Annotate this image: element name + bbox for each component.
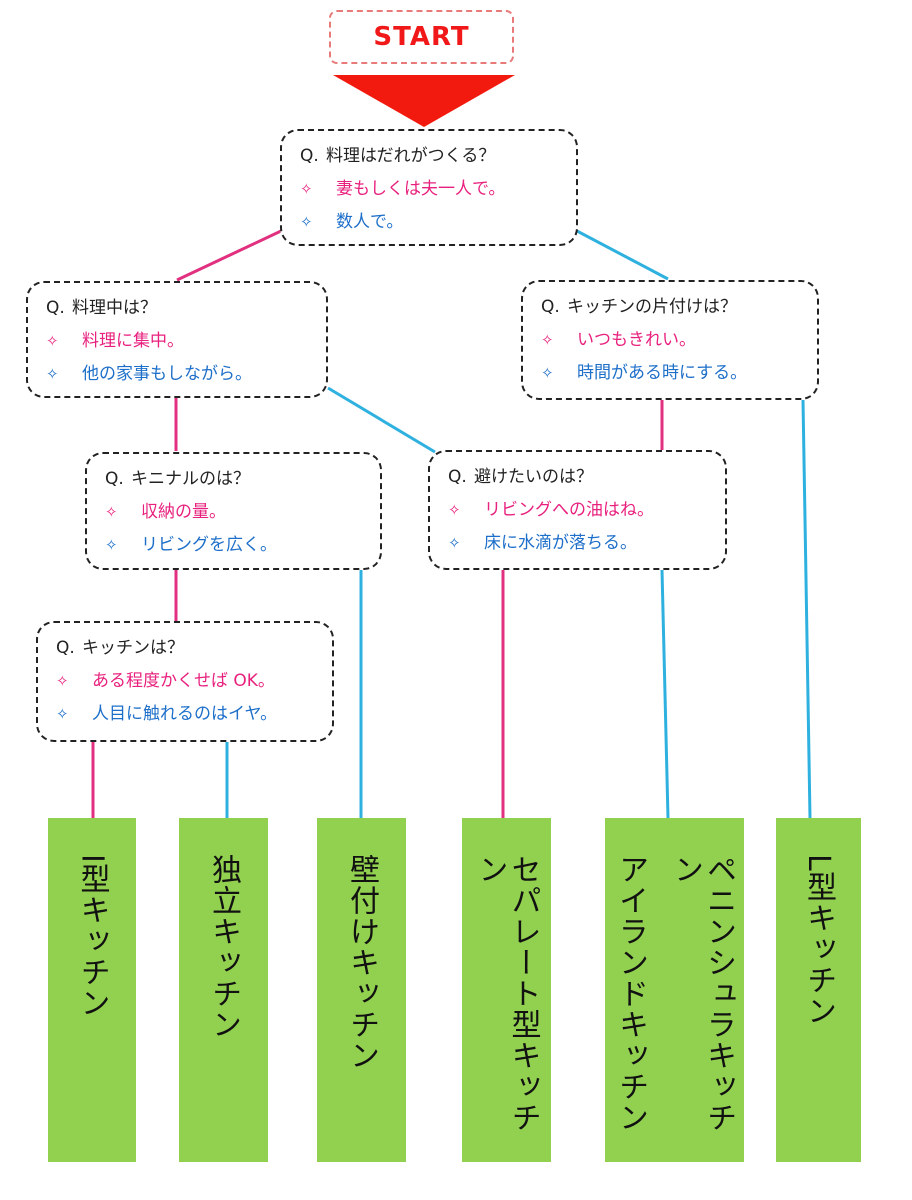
option-pink: ✧ いつもきれい。 <box>541 329 817 351</box>
sparkle-icon: ✧ <box>46 332 59 350</box>
option-pink: ✧ ある程度かくせば OK。 <box>56 670 332 692</box>
option-label: リビングへの油はね。 <box>484 500 654 520</box>
q-prefix: Q. <box>105 469 124 489</box>
option-label: 時間がある時にする。 <box>577 363 748 383</box>
question-label: 料理中は？ <box>72 298 157 318</box>
connector-q1-to-q2 <box>176 229 282 282</box>
result-i-kitchen: I型キッチン <box>48 818 136 1162</box>
sparkle-icon: ✧ <box>105 503 118 521</box>
connector-q5-to-result-5 <box>660 569 670 819</box>
q-prefix: Q. <box>56 638 75 658</box>
result-label: I型キッチン <box>74 854 110 1019</box>
option-blue: ✧ 人目に触れるのはイヤ。 <box>56 703 332 725</box>
option-blue: ✧ 数人で。 <box>300 211 576 233</box>
sparkle-icon: ✧ <box>56 705 69 723</box>
sparkle-icon: ✧ <box>105 536 118 554</box>
question-text: Q. 料理はだれがつくる？ <box>300 145 576 167</box>
option-label: 収納の量。 <box>141 502 226 522</box>
q-prefix: Q. <box>541 297 560 317</box>
option-label: いつもきれい。 <box>577 330 696 350</box>
result-label: 壁付けキッチン <box>344 854 379 1071</box>
question-label: キッチンの片付けは？ <box>567 297 737 317</box>
option-blue: ✧ 床に水滴が落ちる。 <box>448 532 725 554</box>
question-label: キッチンは？ <box>82 638 184 658</box>
result-separate-kitchen: セパレート型キッチン <box>462 818 551 1162</box>
option-pink: ✧ 料理に集中。 <box>46 330 326 352</box>
option-blue: ✧ 時間がある時にする。 <box>541 362 817 384</box>
option-blue: ✧ リビングを広く。 <box>105 534 380 556</box>
option-label: 数人で。 <box>336 212 404 232</box>
option-label: リビングを広く。 <box>141 535 277 555</box>
result-label: L型キッチン <box>801 854 836 1027</box>
start-arrow <box>333 75 515 127</box>
result-l-kitchen: L型キッチン <box>776 818 861 1162</box>
start-box: START <box>329 10 514 64</box>
question-box-1: Q. 料理はだれがつくる？ ✧ 妻もしくは夫一人で。 ✧ 数人で。 <box>280 129 578 246</box>
result-independent-kitchen: 独立キッチン <box>179 818 268 1162</box>
result-wall-kitchen: 壁付けキッチン <box>317 818 406 1162</box>
result-label: 独立キッチン <box>206 854 241 1040</box>
option-pink: ✧ リビングへの油はね。 <box>448 499 725 521</box>
option-blue: ✧ 他の家事もしながら。 <box>46 363 326 385</box>
option-label: ある程度かくせば OK。 <box>92 671 275 691</box>
option-pink: ✧ 妻もしくは夫一人で。 <box>300 178 576 200</box>
q-prefix: Q. <box>300 146 319 166</box>
q-prefix: Q. <box>46 298 65 318</box>
sparkle-icon: ✧ <box>541 331 554 349</box>
sparkle-icon: ✧ <box>448 534 461 552</box>
sparkle-icon: ✧ <box>46 365 59 383</box>
question-label: 避けたいのは？ <box>474 467 593 487</box>
start-label: START <box>373 22 470 52</box>
sparkle-icon: ✧ <box>56 672 69 690</box>
option-label: 床に水滴が落ちる。 <box>484 533 637 553</box>
question-text: Q. 料理中は？ <box>46 297 326 319</box>
result-label: ペニンシュラキッチン <box>668 854 736 1133</box>
question-text: Q. キッチンの片付けは？ <box>541 296 817 318</box>
connector-q3-to-result-6 <box>801 399 812 819</box>
question-text: Q. キッチンは？ <box>56 637 332 659</box>
question-box-5: Q. 避けたいのは？ ✧ リビングへの油はね。 ✧ 床に水滴が落ちる。 <box>428 450 727 570</box>
sparkle-icon: ✧ <box>448 501 461 519</box>
question-box-2: Q. 料理中は？ ✧ 料理に集中。 ✧ 他の家事もしながら。 <box>26 281 328 398</box>
connector-q1-to-q3 <box>576 229 669 281</box>
question-box-4: Q. キニナルのは？ ✧ 収納の量。 ✧ リビングを広く。 <box>85 452 382 570</box>
connector-q2-to-q5 <box>327 386 436 454</box>
option-pink: ✧ 収納の量。 <box>105 501 380 523</box>
q-prefix: Q. <box>448 467 467 487</box>
option-label: 料理に集中。 <box>82 331 184 351</box>
option-label: 妻もしくは夫一人で。 <box>336 179 506 199</box>
option-label: 人目に触れるのはイヤ。 <box>92 704 278 724</box>
sparkle-icon: ✧ <box>300 213 313 231</box>
result-label: アイランドキッチン <box>613 854 648 1133</box>
sparkle-icon: ✧ <box>541 364 554 382</box>
sparkle-icon: ✧ <box>300 180 313 198</box>
option-label: 他の家事もしながら。 <box>82 364 252 384</box>
question-label: 料理はだれがつくる？ <box>326 146 496 166</box>
result-label: セパレート型キッチン <box>472 854 541 1133</box>
question-label: キニナルのは？ <box>131 469 250 489</box>
question-box-6: Q. キッチンは？ ✧ ある程度かくせば OK。 ✧ 人目に触れるのはイヤ。 <box>36 621 334 742</box>
question-text: Q. キニナルのは？ <box>105 468 380 490</box>
question-box-3: Q. キッチンの片付けは？ ✧ いつもきれい。 ✧ 時間がある時にする。 <box>521 280 819 400</box>
result-island-peninsula-kitchen: アイランドキッチン ペニンシュラキッチン <box>605 818 744 1162</box>
question-text: Q. 避けたいのは？ <box>448 466 725 488</box>
